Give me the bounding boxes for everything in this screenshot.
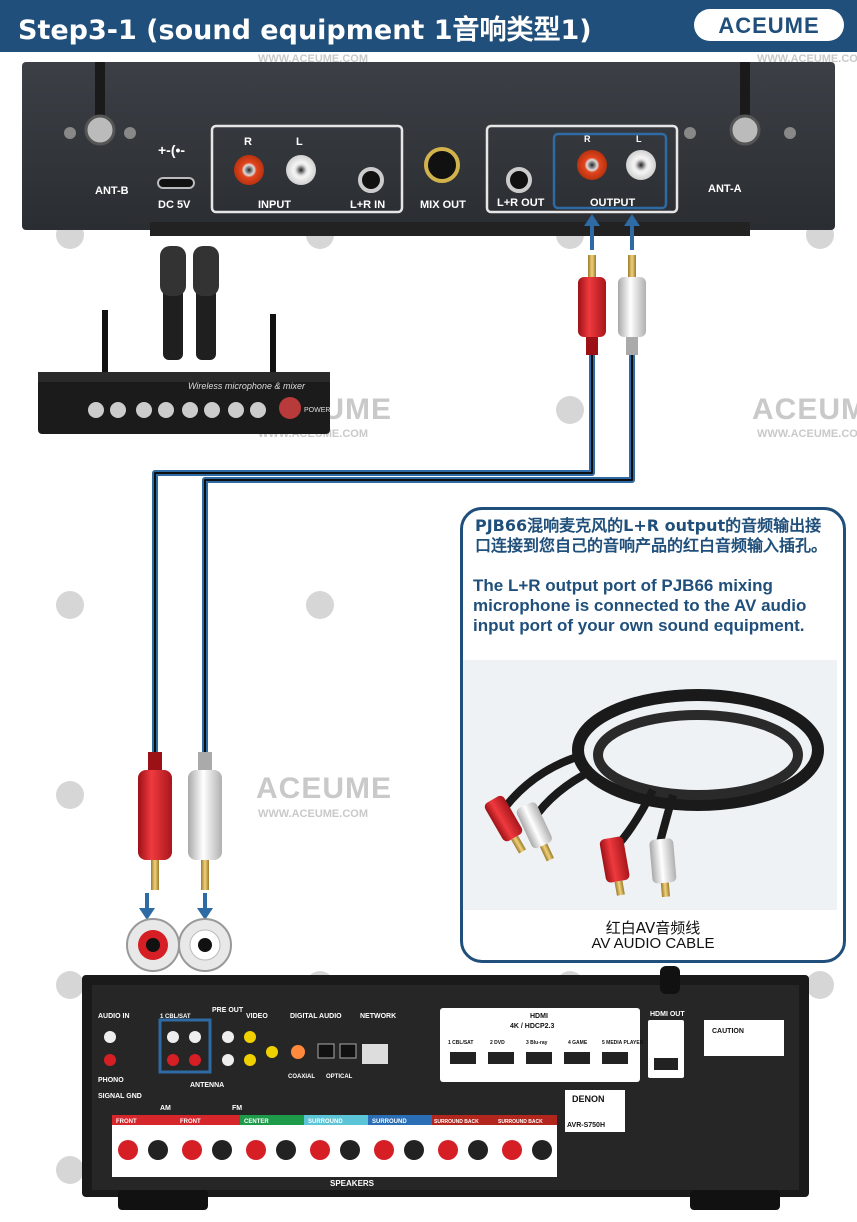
arrow-down-icon — [197, 908, 213, 920]
arrow-up-icon — [584, 214, 600, 226]
output-label: OUTPUT — [590, 197, 636, 209]
av-receiver-labels: AUDIO IN PHONO SIGNAL GND 1 CBL/SAT PRE … — [98, 1007, 685, 1188]
hdmi-input-1: 1 CBL/SAT — [448, 1040, 473, 1046]
coaxial-label: COAXIAL — [288, 1074, 315, 1080]
arrow-down-icon — [139, 908, 155, 920]
instruction-callout: PJB66混响麦克风的L+R output的音频输出接口连接到您自己的音响产品的… — [460, 507, 846, 963]
audio-in-label: AUDIO IN — [98, 1013, 130, 1020]
input-l-jack — [286, 155, 316, 185]
am-label: AM — [160, 1105, 171, 1112]
output-l-label: L — [636, 134, 642, 144]
top-rca-plugs — [578, 255, 646, 355]
speakers-label: SPEAKERS — [330, 1179, 375, 1188]
video-label: VIDEO — [246, 1013, 268, 1020]
input-r-label: R — [244, 136, 252, 148]
hdmi-out-label: HDMI OUT — [650, 1011, 685, 1018]
hdmi-label: HDMI — [530, 1013, 548, 1020]
watermark-url: WWW.ACEUME.COM — [757, 428, 857, 440]
av-cable-image — [463, 660, 837, 910]
signal-gnd-label: SIGNAL GND — [98, 1093, 142, 1100]
hdmi-input-2: 2 DVD — [490, 1040, 505, 1046]
mix-out-jack — [424, 147, 460, 183]
ant-b-connector-icon — [84, 114, 116, 146]
speaker-group-6: SURROUND BACK — [434, 1119, 479, 1125]
mixer-label: Wireless microphone & mixer — [188, 381, 306, 391]
mic-receiver-back-panel: +-(•- — [22, 62, 835, 236]
caution-label: CAUTION — [712, 1028, 744, 1035]
output-r-label: R — [584, 134, 591, 144]
phono-label: PHONO — [98, 1077, 124, 1084]
lr-out-label: L+R OUT — [497, 197, 545, 209]
pre-out-label: PRE OUT — [212, 1007, 244, 1014]
bottom-rca-plugs — [138, 752, 222, 890]
header-bar: Step3-1 (sound equipment 1音响类型1) ACEUME — [0, 0, 857, 52]
digital-audio-label: DIGITAL AUDIO — [290, 1013, 342, 1020]
lr-out-jack — [506, 167, 532, 193]
hdcp-label: 4K / HDCP2.3 — [510, 1023, 554, 1030]
mix-out-label: MIX OUT — [420, 199, 466, 211]
wireless-mixer-device — [38, 246, 330, 434]
output-l-jack — [626, 150, 656, 180]
input-label: INPUT — [258, 199, 291, 211]
antenna-icon — [95, 62, 105, 122]
receiver-labels: ANT-B DC 5V R L INPUT L+R IN MIX OUT L+R… — [95, 134, 742, 211]
brand-logo-text: ACEUME — [718, 13, 820, 38]
network-label: NETWORK — [360, 1013, 396, 1020]
cbl-sat-label: 1 CBL/SAT — [160, 1014, 191, 1020]
av-receiver-back-panel — [82, 966, 809, 1210]
fm-label: FM — [232, 1105, 242, 1112]
brand-logo: ACEUME — [694, 9, 844, 41]
arrow-up-icon — [624, 214, 640, 226]
watermark-url: WWW.ACEUME.COM — [258, 808, 368, 820]
antenna-label: ANTENNA — [190, 1082, 224, 1089]
network-port-icon — [362, 1044, 388, 1064]
watermark-brand: ACEUME — [752, 393, 857, 426]
lr-in-jack — [358, 167, 384, 193]
lr-in-label: L+R IN — [350, 199, 385, 211]
output-highlight — [552, 132, 668, 210]
audio-in-highlight — [158, 1018, 212, 1074]
av-receiver-dark-labels: HDMI 4K / HDCP2.3 1 CBL/SAT 2 DVD 3 Blu-… — [116, 1013, 744, 1129]
speaker-group-7: SURROUND BACK — [498, 1119, 543, 1125]
optical-label: OPTICAL — [326, 1074, 353, 1080]
dc-label: DC 5V — [158, 199, 191, 211]
hdmi-input-5: 5 MEDIA PLAYER — [602, 1040, 644, 1046]
dc-port-icon — [157, 177, 195, 189]
speaker-group-4: SURROUND — [308, 1119, 343, 1125]
antenna-icon — [740, 62, 750, 122]
ant-a-connector-icon — [729, 114, 761, 146]
ant-b-label: ANT-B — [95, 185, 129, 197]
cable-paths — [152, 355, 635, 755]
hdmi-input-4: 4 GAME — [568, 1040, 588, 1046]
cable-caption-chinese: 红白AV音频线 — [605, 919, 701, 937]
hdmi-input-3: 3 Blu-ray — [526, 1040, 548, 1046]
power-cord-icon — [660, 966, 680, 994]
power-button-icon — [279, 397, 301, 419]
brand-label: DENON — [572, 1094, 605, 1104]
mixer-power-label: POWER — [304, 407, 330, 414]
watermark-brand: ACEUME — [256, 772, 393, 805]
model-label: AVR-S750H — [567, 1122, 605, 1129]
cable-caption-english: AV AUDIO CABLE — [591, 935, 715, 952]
svg-text:+-(•-: +-(•- — [158, 142, 185, 158]
input-r-jack — [234, 155, 264, 185]
output-r-jack — [577, 150, 607, 180]
callout-english-text: The L+R output port of PJB66 mixing micr… — [473, 576, 807, 635]
speaker-group-1: FRONT — [116, 1119, 137, 1125]
input-l-label: L — [296, 136, 303, 148]
ant-a-label: ANT-A — [708, 183, 742, 195]
speaker-terminals — [118, 1140, 552, 1160]
page-title: Step3-1 (sound equipment 1音响类型1) — [18, 15, 592, 46]
speaker-group-2: FRONT — [180, 1119, 201, 1125]
speaker-group-5: SURROUND — [372, 1119, 407, 1125]
speaker-group-3: CENTER — [244, 1119, 269, 1125]
callout-chinese-text: PJB66混响麦克风的L+R output的音频输出接口连接到您自己的音响产品的… — [475, 516, 828, 555]
